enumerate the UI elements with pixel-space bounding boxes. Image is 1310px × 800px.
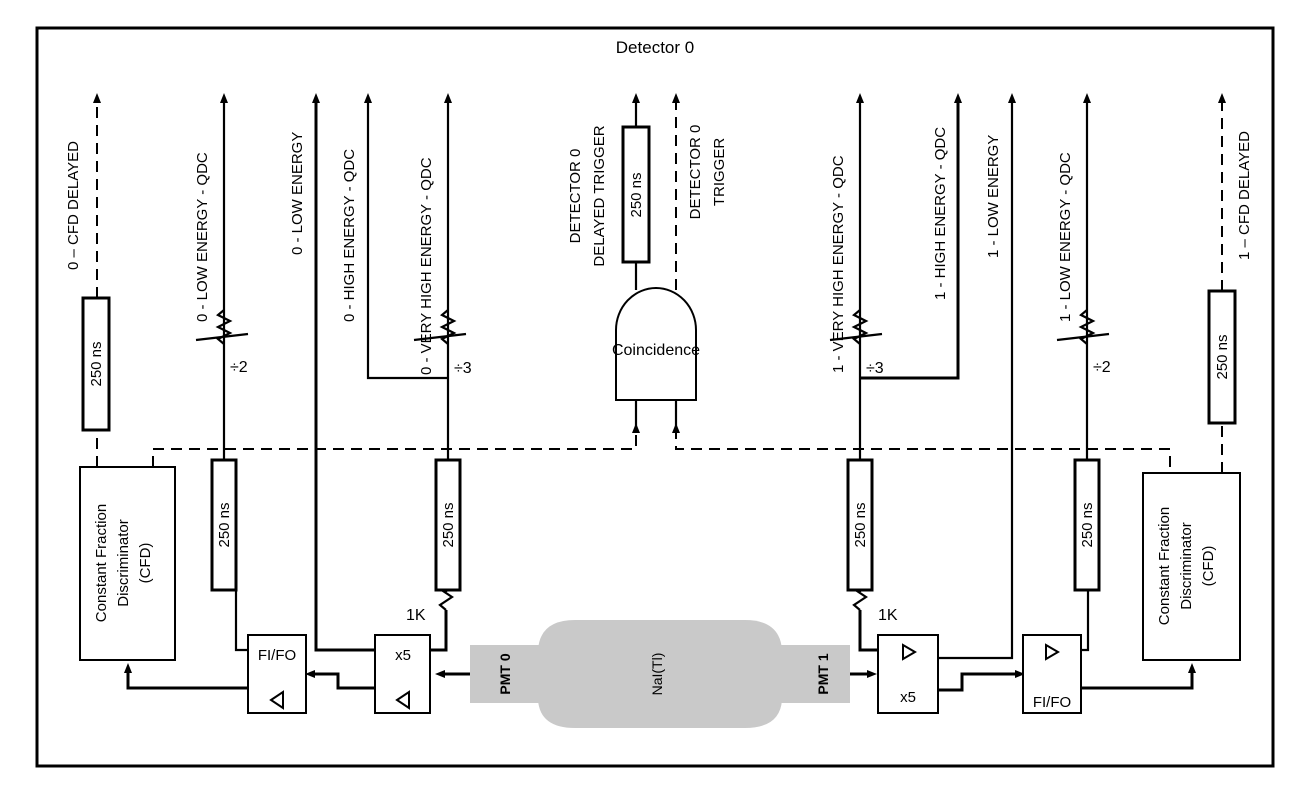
cfd-left-line-2: Discriminator <box>115 519 132 607</box>
attenuator-3-left-bar <box>413 332 467 342</box>
right-output-labels: 1 - VERY HIGH ENERGY - QDC 1 - HIGH ENER… <box>830 127 1253 373</box>
cfd-left-line-1: Constant Fraction <box>93 504 110 622</box>
delay-label-trigger: 250 ns <box>628 172 645 217</box>
delayed-trigger-label-2: DELAYED TRIGGER <box>591 125 608 266</box>
delay-label-cfd-right: 250 ns <box>1214 334 1231 379</box>
label-0-cfd-delayed: 0 – CFD DELAYED <box>65 141 82 270</box>
resistor-label-left: 1K <box>406 607 426 624</box>
cfd-left-line-3: (CFD) <box>137 543 154 584</box>
delayed-trigger-label-1: DETECTOR 0 <box>567 149 584 244</box>
cfd-right-line-3: (CFD) <box>1200 546 1217 587</box>
fifo-triangle-left <box>269 690 284 710</box>
delay-label-vhigh: 250 ns <box>440 502 457 547</box>
nai-crystal <box>538 620 782 728</box>
div2-label-left: ÷2 <box>230 359 248 376</box>
attenuator-3-right-bar <box>829 332 883 342</box>
diagram-frame <box>35 26 1275 768</box>
div2-label-right: ÷2 <box>1093 359 1111 376</box>
label-1-low-energy: 1 - LOW ENERGY <box>985 135 1002 258</box>
fifo-to-cfd-left <box>124 663 248 690</box>
attenuator-2-right <box>1078 309 1096 345</box>
pmt-1-label: PMT 1 <box>815 653 831 694</box>
delay-box-low-right <box>1073 458 1101 592</box>
trigger-bus <box>152 400 1171 467</box>
cfd-right <box>1142 472 1241 661</box>
delay-box-cfd-right <box>1207 289 1237 425</box>
left-chain: x5 1K 250 ns ÷3 FI/FO 250 ns ÷2 Constant… <box>79 93 472 714</box>
diagram-title: Detector 0 <box>616 38 694 57</box>
fifo-label-right: FI/FO <box>1033 694 1071 711</box>
amp-label-left: x5 <box>395 647 411 664</box>
delay-label-low-left: 250 ns <box>216 502 233 547</box>
delay-box-cfd-left <box>81 296 111 432</box>
attenuator-3-right <box>851 309 869 345</box>
fifo-to-delay-left <box>234 590 248 652</box>
delay-box-low-left <box>210 458 238 592</box>
label-1-low-qdc: 1 - LOW ENERGY - QDC <box>1057 152 1074 322</box>
fifo-label-left: FI/FO <box>258 647 296 664</box>
detector-assembly: PMT 0 PMT 1 NaI(Tl) <box>470 620 850 728</box>
label-0-low-qdc: 0 - LOW ENERGY - QDC <box>194 152 211 322</box>
attenuator-2-left-bar <box>195 332 249 342</box>
high-qdc-line-right <box>860 93 962 380</box>
fifo-left <box>247 634 307 714</box>
trigger-line-right <box>672 423 1171 467</box>
cfd-left <box>79 466 176 661</box>
amp-triangle-left <box>395 690 410 710</box>
amp-x5-left <box>374 634 431 714</box>
attenuator-3-left <box>439 309 457 345</box>
amp-to-resistor <box>430 610 448 652</box>
low-energy-line-right <box>938 93 1016 660</box>
delay-box-vhigh <box>434 458 462 592</box>
high-qdc-line <box>364 93 448 380</box>
trigger-label-1: DETECTOR 0 <box>687 125 704 220</box>
label-1-high-qdc: 1 - HIGH ENERGY - QDC <box>932 127 949 300</box>
coincidence-gate-shape <box>615 287 697 401</box>
left-output-labels: 0 – CFD DELAYED 0 - LOW ENERGY - QDC 0 -… <box>65 132 435 375</box>
amp-label-right: x5 <box>900 689 916 706</box>
cfd-right-line-2: Discriminator <box>1178 522 1195 610</box>
div3-label-right: ÷3 <box>866 360 884 377</box>
delay-label-low-right: 250 ns <box>1079 502 1096 547</box>
amp-triangle-right <box>902 643 917 661</box>
trigger-line-left <box>152 423 640 467</box>
delay-label-vhigh-right: 250 ns <box>852 502 869 547</box>
attenuator-2-right-bar <box>1056 332 1110 342</box>
amp-to-fifo-right <box>938 670 1025 692</box>
label-1-vhigh-qdc: 1 - VERY HIGH ENERGY - QDC <box>830 155 847 373</box>
label-0-high-qdc: 0 - HIGH ENERGY - QDC <box>341 149 358 322</box>
label-0-vhigh-qdc: 0 - VERY HIGH ENERGY - QDC <box>418 157 435 375</box>
resistor-label-right: 1K <box>878 607 898 624</box>
right-chain: x5 1K 250 ns ÷3 FI/FO 250 ns ÷2 Constant… <box>829 93 1241 714</box>
coincidence-gate: Coincidence 250 ns DETECTOR 0 DELAYED TR… <box>567 93 728 401</box>
trigger-label-2: TRIGGER <box>711 138 728 207</box>
label-0-low-energy: 0 - LOW ENERGY <box>289 132 306 255</box>
pmt-0-label: PMT 0 <box>497 653 513 694</box>
fifo-to-delay-right <box>1081 590 1090 652</box>
attenuator-2-left <box>215 309 233 345</box>
low-energy-line <box>312 93 375 652</box>
fifo-triangle-right <box>1045 643 1060 661</box>
label-1-cfd-delayed: 1 – CFD DELAYED <box>1236 131 1253 260</box>
coincidence-label: Coincidence <box>612 342 700 359</box>
amp-to-fifo-left <box>305 670 375 690</box>
delay-label-cfd-left: 250 ns <box>88 341 105 386</box>
amp-to-resistor-right <box>858 610 878 652</box>
fifo-to-cfd-right <box>1081 663 1196 690</box>
cfd-right-line-1: Constant Fraction <box>1156 507 1173 625</box>
div3-label-left: ÷3 <box>454 360 472 377</box>
crystal-label: NaI(Tl) <box>649 653 665 696</box>
